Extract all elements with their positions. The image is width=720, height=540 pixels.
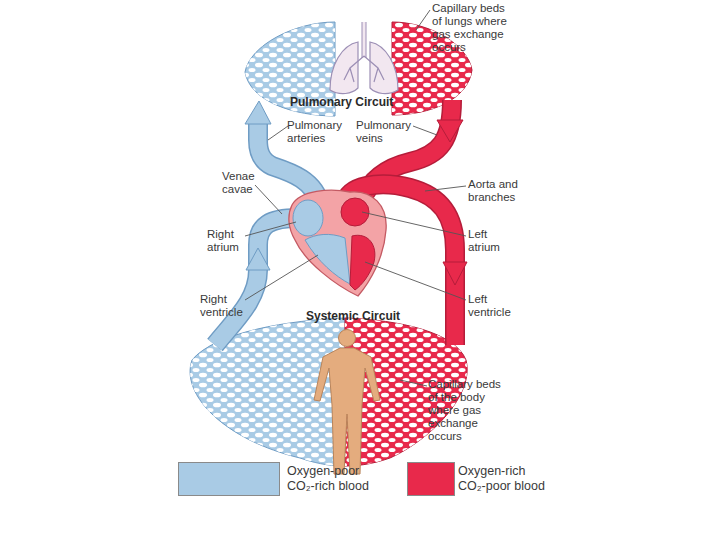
leader-line (425, 186, 466, 191)
leader-line (400, 380, 427, 386)
leader-line (268, 126, 288, 140)
part-label: Right ventricle (200, 293, 248, 319)
callout-label: Capillary beds of the body where gas exc… (428, 378, 508, 442)
leader-line (245, 222, 296, 236)
part-label: Venae cavae (222, 170, 267, 196)
bronchi (344, 56, 384, 82)
flow-arrowhead (443, 262, 467, 285)
part-label: Right atrium (207, 228, 252, 254)
trachea (363, 22, 366, 58)
lungs (330, 22, 398, 94)
heart (289, 190, 386, 296)
leader-line (362, 212, 466, 236)
trachea (362, 22, 367, 58)
heart-wall (289, 190, 386, 296)
flow-arrowhead (246, 248, 270, 270)
legend-text: Oxygen-poor CO₂-rich blood (287, 464, 382, 494)
part-label: Left ventricle (468, 293, 528, 319)
part-label: Aorta and branches (468, 178, 543, 204)
legend-text: Oxygen-rich CO₂-poor blood (458, 464, 553, 494)
circuit-title: Pulmonary Circuit (290, 96, 393, 109)
human-figure (314, 330, 380, 475)
left-lung (330, 42, 358, 94)
leader-line (416, 10, 430, 30)
right-lung (370, 42, 398, 94)
callout-label: Capillary beds of lungs where gas exchan… (432, 2, 514, 54)
circuit-title: Systemic Circuit (306, 310, 400, 323)
part-label: Pulmonary veins (356, 119, 418, 145)
leader-lines (245, 10, 466, 386)
leader-line (413, 126, 437, 135)
leader-line (245, 255, 318, 300)
legend-swatch (178, 462, 280, 496)
legend-swatch (407, 462, 455, 496)
part-label: Pulmonary arteries (287, 119, 349, 145)
left-atrium-chamber (341, 198, 369, 226)
right-atrium-chamber (293, 200, 323, 236)
flow-arrowhead (245, 101, 271, 124)
flow-arrowhead (437, 120, 463, 142)
leader-line (365, 262, 466, 300)
figure-body (314, 348, 380, 474)
part-label: Left atrium (468, 228, 518, 254)
figure-head (339, 330, 356, 347)
leader-line (255, 185, 282, 214)
left-ventricle-chamber (350, 235, 375, 290)
